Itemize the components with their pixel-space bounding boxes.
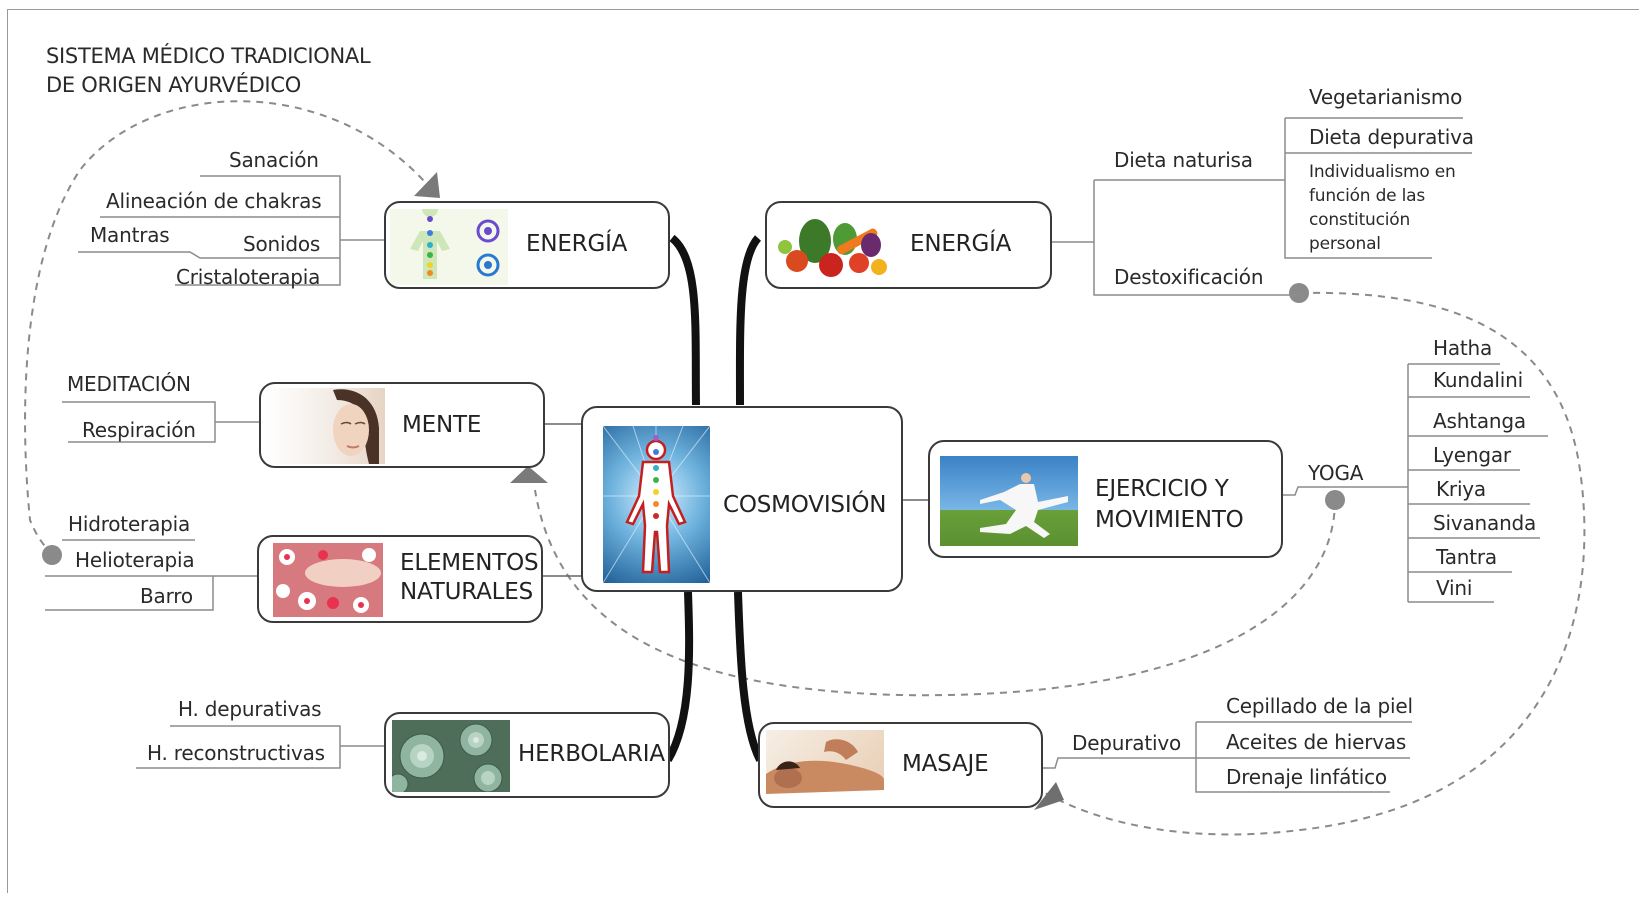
leaf-meditacion: MEDITACIÓN — [67, 372, 191, 396]
leaf-cristaloterapia: Cristaloterapia — [176, 265, 321, 289]
leaf-sonidos: Sonidos — [243, 232, 321, 256]
leaf-dieta-depurativa: Dieta depurativa — [1309, 125, 1474, 149]
dashed-loop-right — [1039, 291, 1586, 836]
flower-bath-icon — [273, 543, 383, 617]
node-masaje: MASAJE — [758, 722, 1043, 808]
arrowhead-masaje — [1034, 782, 1064, 810]
elementos-label-line-1: ELEMENTOS — [400, 550, 539, 576]
leaf-cepillado-piel: Cepillado de la piel — [1226, 694, 1413, 718]
title-line-2: DE ORIGEN AYURVÉDICO — [46, 73, 301, 97]
center-label: COSMOVISIÓN — [723, 492, 887, 518]
connector-center-masaje — [734, 591, 764, 762]
dashed-loop-yoga — [534, 489, 1336, 697]
ejercicio-label-line-2: MOVIMIENTO — [1095, 507, 1244, 533]
elementos-label: ELEMENTOS NATURALES — [400, 549, 539, 607]
center-node: COSMOVISIÓN — [581, 406, 903, 592]
leaf-h-reconstructivas: H. reconstructivas — [147, 741, 325, 765]
leaf-destoxificacion: Destoxificación — [1114, 265, 1264, 289]
mente-label: MENTE — [402, 412, 482, 438]
leaf-dieta-naturisa: Dieta naturisa — [1114, 148, 1253, 172]
rules-energia-right — [1050, 117, 1472, 296]
tai-chi-person-icon — [940, 456, 1078, 546]
leaf-h-depurativas: H. depurativas — [178, 697, 322, 721]
rules-energia-left — [78, 175, 385, 286]
leaf-mantras: Mantras — [90, 223, 170, 247]
human-energy-figure-icon — [603, 426, 710, 583]
leaf-lyengar: Lyengar — [1433, 443, 1511, 467]
dot-destoxificacion — [1289, 283, 1309, 303]
node-ejercicio-movimiento: EJERCICIO Y MOVIMIENTO — [928, 440, 1283, 558]
title-line-1: SISTEMA MÉDICO TRADICIONAL — [46, 44, 371, 68]
leaf-ashtanga: Ashtanga — [1433, 409, 1526, 433]
leaf-individualismo-note: Individualismo en función de las constit… — [1309, 162, 1456, 254]
node-mente: MENTE — [259, 382, 545, 468]
connector-center-herbolaria — [664, 591, 694, 763]
leaf-vini: Vini — [1436, 576, 1473, 600]
leaf-drenaje-linfatico: Drenaje linfático — [1226, 765, 1387, 789]
leaf-sanacion: Sanación — [229, 148, 319, 172]
leaf-alineacion-chakras: Alineación de chakras — [106, 189, 322, 213]
leaf-vegetarianismo: Vegetarianismo — [1309, 85, 1463, 109]
node-energia-left: ENERGÍA — [384, 201, 670, 289]
arrowhead-mente — [510, 466, 548, 483]
node-energia-right: ENERGÍA — [765, 201, 1052, 289]
vegetables-icon — [775, 211, 893, 281]
leaf-sivananda: Sivananda — [1433, 511, 1537, 535]
arrowhead-energia-left — [414, 172, 440, 198]
leaf-helioterapia: Helioterapia — [75, 548, 195, 572]
rules-masaje — [1042, 721, 1412, 793]
leaf-kriya: Kriya — [1436, 477, 1486, 501]
masaje-label: MASAJE — [902, 751, 989, 777]
diagram-frame — [7, 9, 1639, 893]
ejercicio-label-line-1: EJERCICIO Y — [1095, 476, 1229, 502]
rules-yoga — [1282, 363, 1548, 603]
leaf-yoga: YOGA — [1308, 461, 1364, 485]
leaf-aceites-hiervas: Aceites de hiervas — [1226, 730, 1407, 754]
chakra-figure-icon — [390, 209, 508, 285]
woman-face-icon — [265, 388, 385, 464]
diagram-title: SISTEMA MÉDICO TRADICIONAL DE ORIGEN AYU… — [46, 42, 371, 100]
energia-left-label: ENERGÍA — [526, 231, 628, 257]
rules-elementos — [45, 539, 258, 611]
succulent-plants-icon — [392, 720, 510, 792]
dot-yoga — [1325, 490, 1345, 510]
herbolaria-label: HERBOLARIA — [518, 741, 665, 767]
node-herbolaria: HERBOLARIA — [384, 712, 670, 798]
energia-right-label: ENERGÍA — [910, 231, 1012, 257]
dot-helioterapia — [42, 545, 62, 565]
elementos-label-line-2: NATURALES — [400, 579, 533, 605]
dashed-loop-left — [24, 100, 433, 556]
connector-center-energia-right — [735, 235, 762, 406]
leaf-kundalini: Kundalini — [1433, 368, 1523, 392]
leaf-tantra: Tantra — [1436, 545, 1497, 569]
leaf-barro: Barro — [140, 584, 193, 608]
leaf-depurativo: Depurativo — [1072, 731, 1182, 755]
ejercicio-label: EJERCICIO Y MOVIMIENTO — [1095, 474, 1244, 536]
leaf-respiracion: Respiración — [82, 418, 196, 442]
connector-center-energia-left — [669, 234, 700, 406]
rules-herbolaria — [136, 725, 385, 769]
massage-icon — [766, 730, 884, 802]
rules-mente — [62, 401, 260, 443]
leaf-hatha: Hatha — [1433, 336, 1493, 360]
leaf-hidroterapia: Hidroterapia — [68, 512, 191, 536]
node-elementos-naturales: ELEMENTOS NATURALES — [257, 535, 543, 623]
